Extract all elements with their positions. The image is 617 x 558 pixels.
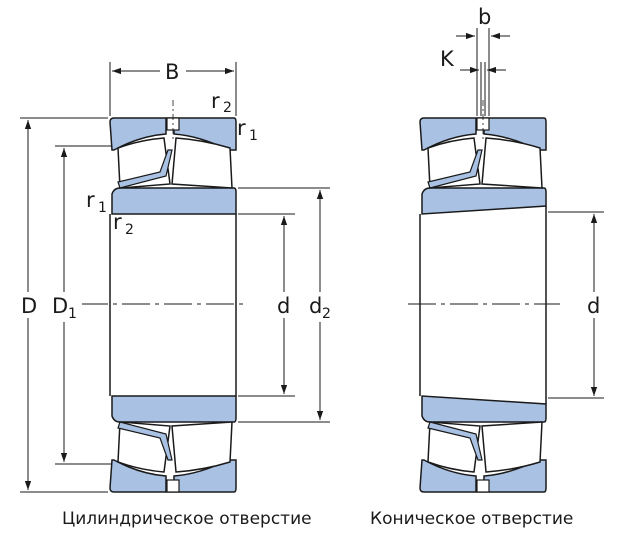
left-bottom-section xyxy=(109,395,237,493)
label-r2-top: r xyxy=(211,89,220,113)
label-d-left: d xyxy=(277,294,290,318)
label-r1-left-sub: 1 xyxy=(98,200,107,216)
cage-top-left xyxy=(117,149,173,189)
label-D1: D xyxy=(52,294,68,318)
right-bottom-section xyxy=(419,395,547,493)
label-d2: d xyxy=(309,294,322,318)
left-top-section xyxy=(109,117,237,215)
inner-ring-top-left xyxy=(111,187,237,215)
cylindrical-bore-bearing xyxy=(20,62,330,493)
label-r1-top-sub: 1 xyxy=(249,128,258,144)
label-r1-top: r xyxy=(237,116,246,140)
label-B: B xyxy=(165,60,179,84)
label-b: b xyxy=(478,5,491,29)
label-d-right: d xyxy=(587,294,600,318)
label-r1-left: r xyxy=(86,188,95,212)
right-top-section xyxy=(419,117,547,215)
label-D1-sub: 1 xyxy=(68,306,77,322)
caption-tapered-bore: Коническое отверстие xyxy=(370,509,574,529)
label-r2-top-sub: 2 xyxy=(223,100,232,116)
tapered-bore-bearing xyxy=(408,28,604,493)
label-D: D xyxy=(21,294,37,318)
caption-cylindrical-bore: Цилиндрическое отверстие xyxy=(62,509,312,529)
roller-right-top xyxy=(171,137,233,189)
label-r2-left-sub: 2 xyxy=(125,222,134,238)
inner-ring-top-right xyxy=(421,187,547,215)
label-K: K xyxy=(440,47,455,71)
label-d2-sub: 2 xyxy=(322,306,331,322)
label-r2-left: r xyxy=(113,210,122,234)
